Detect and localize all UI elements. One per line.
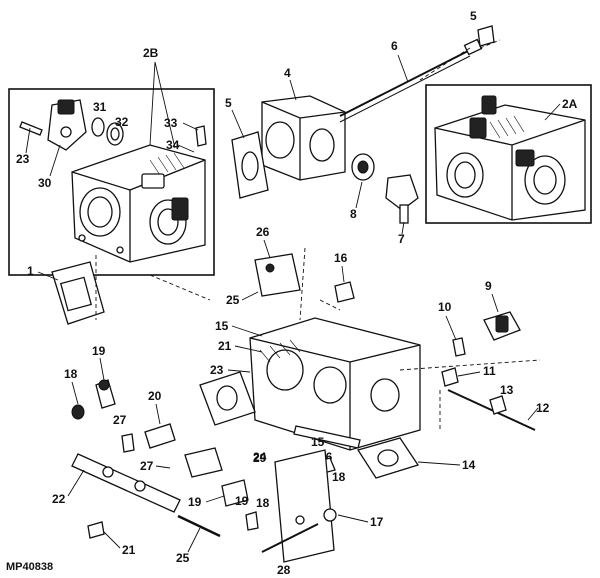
bracket-17: 17: [274, 449, 384, 563]
callout-32: 32: [115, 115, 129, 129]
callout-11: 11: [483, 364, 496, 378]
callout-5-top: 5: [470, 9, 477, 23]
callout-15-upper: 15: [215, 319, 229, 333]
throttle-cable-6: 6: [339, 38, 483, 123]
callout-22: 22: [52, 492, 66, 506]
callout-19-bottom: 19: [235, 494, 249, 508]
callout-28: 28: [277, 563, 291, 577]
callout-23-inset: 23: [16, 152, 30, 166]
callout-27-upper: 27: [113, 413, 127, 427]
fitting-10: 10: [438, 300, 466, 357]
callout-17: 17: [370, 515, 384, 529]
callout-31: 31: [93, 100, 107, 114]
seal-18-lower: 18: [245, 496, 270, 531]
callout-6: 6: [391, 39, 398, 53]
inset-2a: 2A: [425, 84, 592, 224]
fuel-rail-22: 22: [52, 453, 181, 513]
callout-34: 34: [166, 138, 180, 152]
callout-18-left: 18: [64, 367, 78, 381]
callout-33: 33: [164, 116, 178, 130]
inset-2b: 2B 23 30 31 32 33 34: [8, 46, 215, 276]
rod-25: 25: [176, 514, 221, 565]
callout-1: 1: [27, 264, 34, 278]
throttle-body-2a: [434, 95, 586, 221]
callout-18-lowerright: 18: [256, 496, 270, 510]
gasket-5-left: 5: [225, 96, 269, 199]
sensor-30: [47, 99, 87, 151]
throttle-body-4: 4: [261, 66, 346, 181]
callout-4: 4: [284, 66, 291, 80]
callout-9: 9: [485, 279, 492, 293]
rod-28: 28: [261, 523, 319, 577]
screw-21: 21: [87, 521, 136, 557]
gasket-14: 14: [356, 437, 476, 479]
bracket-29: 29: [184, 447, 267, 478]
injector-19: 19: [92, 344, 116, 409]
callout-19-lower: 19: [188, 495, 202, 509]
callout-20: 20: [148, 389, 162, 403]
fuel-line-12: 12 13: [447, 383, 550, 431]
callout-13: 13: [500, 383, 514, 397]
intake-manifold: [249, 317, 421, 451]
gasket-24: 24: [199, 371, 267, 464]
sensor-9: 9: [483, 279, 521, 341]
callout-26: 26: [256, 225, 270, 239]
clip-27: 27 27: [113, 413, 171, 473]
callout-25-upper: 25: [226, 293, 240, 307]
screw-23: [19, 121, 43, 136]
callout-7: 7: [398, 232, 405, 246]
callout-29: 29: [253, 451, 267, 465]
callout-8: 8: [350, 207, 357, 221]
screw-33: [195, 125, 207, 147]
callout-15-lower: 15: [311, 435, 325, 449]
callout-21-upper: 21: [218, 339, 232, 353]
gasket-1: 1: [27, 255, 105, 325]
plug-11: 11: [441, 364, 496, 387]
callout-18-lower: 18: [332, 470, 346, 484]
inset-2b-frame: [8, 88, 215, 276]
callout-30: 30: [38, 176, 52, 190]
throttle-body-2b: [71, 144, 206, 263]
callout-27-lower: 27: [140, 459, 154, 473]
callout-24: 24: [253, 450, 267, 464]
callout-19-top: 19: [92, 344, 106, 358]
callout-12: 12: [536, 401, 550, 415]
callout-16-top: 16: [334, 251, 348, 265]
callout-21-lower: 21: [122, 543, 136, 557]
sensor-7: 7: [385, 174, 419, 246]
fitting-16-top: 16: [334, 251, 355, 303]
callout-2a: 2A: [562, 97, 578, 111]
seal-8: 8: [350, 153, 375, 221]
callout-25-lower: 25: [176, 551, 190, 565]
injector-19-lower: 19: [188, 479, 249, 509]
callout-5-left: 5: [225, 96, 232, 110]
figure-code: MP40838: [6, 561, 53, 573]
o-ring-31: [91, 117, 105, 137]
bracket-26: 26: [254, 225, 301, 297]
inset-2a-frame: [425, 84, 592, 224]
seal-18: 18: [64, 367, 85, 420]
callout-23-lower: 23: [210, 363, 224, 377]
callout-14: 14: [462, 458, 476, 472]
injector-20: 20: [144, 389, 176, 449]
screw-5-top: 5: [470, 9, 495, 47]
callout-10: 10: [438, 300, 452, 314]
callout-2b: 2B: [143, 46, 159, 60]
